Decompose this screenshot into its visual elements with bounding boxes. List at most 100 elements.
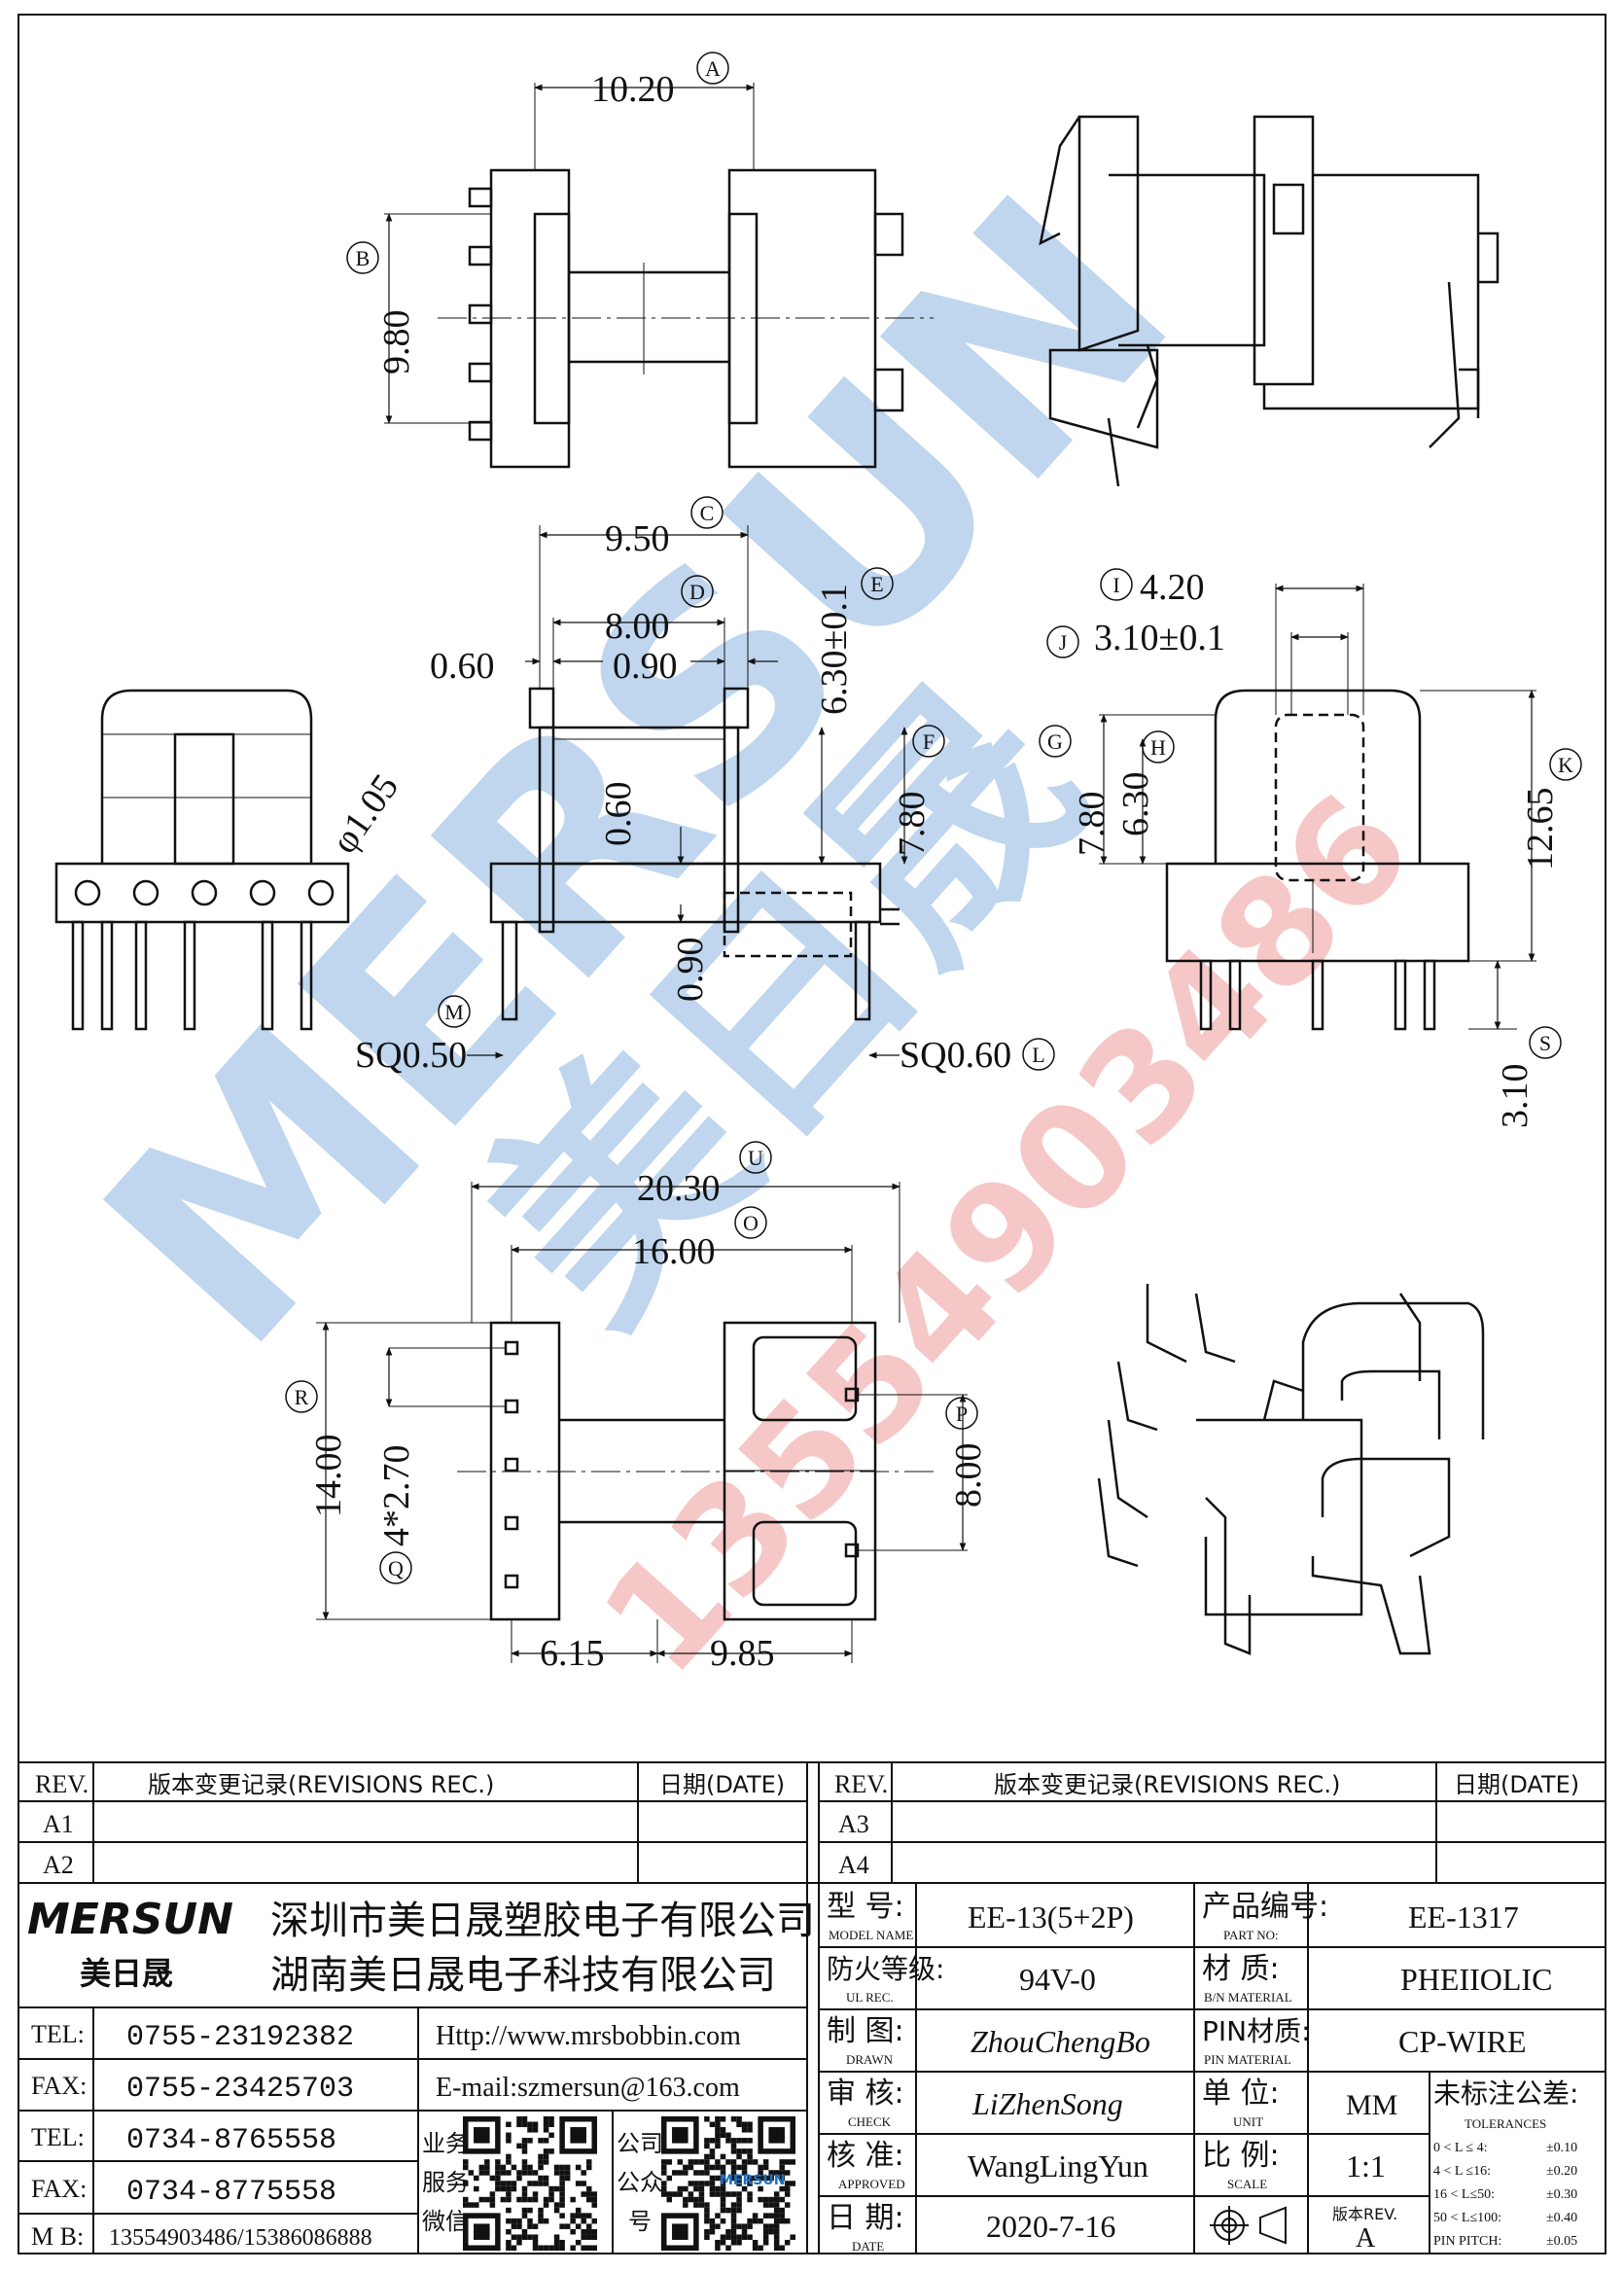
qr-module: [736, 2148, 742, 2154]
qr-module: [720, 2175, 726, 2182]
qr-module: [693, 2202, 699, 2208]
contact-web: Http://www.mrsbobbin.com: [436, 2021, 741, 2051]
qr-module: [463, 2202, 469, 2208]
label-P: P: [956, 1402, 968, 1426]
qr-module: [709, 2138, 716, 2144]
qr-module: [730, 2116, 737, 2122]
qr-module: [736, 2191, 742, 2197]
qr-module: [506, 2121, 512, 2128]
view-bottom: [316, 1182, 968, 1663]
qr-module: [747, 2223, 753, 2229]
check-label: 审 核:: [827, 2077, 904, 2111]
qr-module: [511, 2185, 517, 2192]
qr-module: [725, 2191, 731, 2197]
qr-module: [474, 2175, 479, 2182]
qr-module: [585, 2164, 592, 2171]
qr-module: [538, 2218, 544, 2224]
qr-module: [747, 2138, 753, 2144]
qr-module: [538, 2164, 544, 2171]
qr-module: [709, 2185, 716, 2192]
qr-module: [575, 2239, 582, 2246]
qr-module: [532, 2127, 539, 2133]
qr-module: [581, 2213, 586, 2219]
qr-module: [736, 2164, 742, 2171]
dim-F: 7.80: [892, 792, 933, 857]
qr-module: [521, 2185, 528, 2192]
qr-module: [521, 2138, 528, 2144]
qr-module: [506, 2185, 512, 2192]
qr-module: [559, 2185, 565, 2192]
qr-module: [704, 2159, 710, 2165]
qr-module: [532, 2191, 539, 2197]
qr-code-official[interactable]: [661, 2116, 795, 2251]
qr-module: [585, 2185, 592, 2192]
qr-module: [532, 2245, 539, 2251]
qr-module: [538, 2207, 544, 2214]
qr-module: [790, 2234, 795, 2240]
qr-module: [548, 2132, 554, 2139]
qr-module: [543, 2148, 549, 2154]
contact-label-4: FAX:: [31, 2175, 87, 2203]
model-label: 型 号:: [827, 1890, 904, 1924]
pin-value: CP-WIRE: [1398, 2024, 1527, 2059]
qr-module: [693, 2159, 699, 2165]
label-D: D: [689, 580, 705, 604]
contact-label-3: TEL:: [31, 2123, 85, 2151]
qr-module: [553, 2207, 560, 2214]
qr2-label-3: 号: [628, 2208, 652, 2235]
qr-module: [730, 2138, 737, 2144]
qr-module: [784, 2218, 791, 2224]
qr-module: [581, 2170, 586, 2176]
qr-module: [585, 2223, 592, 2229]
qr-module: [720, 2116, 726, 2122]
qr-module: [693, 2181, 699, 2186]
qr-module: [521, 2159, 528, 2165]
qr-module: [784, 2159, 791, 2165]
qr-module: [532, 2239, 539, 2246]
qr-module: [758, 2196, 763, 2203]
qr-module: [715, 2138, 721, 2144]
qr-module: [521, 2207, 528, 2214]
qr-code-wechat[interactable]: [463, 2116, 597, 2251]
qr-module: [521, 2234, 528, 2240]
qr-module: [538, 2159, 544, 2165]
qr-module: [506, 2239, 512, 2246]
qr-module: [521, 2121, 528, 2128]
dim-C: 9.50: [605, 518, 670, 559]
qr-module: [511, 2245, 517, 2251]
qr-module: [688, 2196, 694, 2203]
qr-module: [543, 2127, 549, 2133]
qr-module: [553, 2164, 560, 2171]
qr-module: [715, 2213, 721, 2219]
tol-value-4: ±0.40: [1546, 2211, 1577, 2225]
qr-module: [730, 2218, 737, 2224]
qr-module: [720, 2196, 726, 2203]
qr-module: [720, 2164, 726, 2171]
label-R: R: [295, 1385, 309, 1409]
qr-module: [709, 2191, 716, 2197]
label-K: K: [1558, 753, 1573, 777]
qr-module: [559, 2170, 565, 2176]
qr-module: [581, 2234, 586, 2240]
qr-module: [715, 2143, 721, 2149]
qr-module: [506, 2159, 512, 2165]
contact-label-5: M B:: [31, 2222, 84, 2251]
qr-module: [521, 2170, 528, 2176]
qr-module: [495, 2159, 501, 2165]
qr-module: [553, 2234, 560, 2240]
qr-module: [521, 2148, 528, 2154]
dim-J: 3.10±0.1: [1094, 618, 1225, 658]
qr-module: [773, 2228, 780, 2235]
dim-060b: 0.60: [598, 782, 639, 847]
rev-row-a3: A3: [838, 1810, 869, 1838]
approved-label: 核 准:: [827, 2139, 904, 2173]
qr-module: [484, 2170, 490, 2176]
qr-module: [773, 2202, 780, 2208]
qr-module: [779, 2207, 785, 2214]
qr-module: [752, 2218, 759, 2224]
qr-finder: [570, 2127, 586, 2144]
qr-module: [489, 2175, 496, 2182]
qr-module: [709, 2175, 716, 2182]
qr-module: [704, 2116, 710, 2122]
qr-module: [715, 2164, 721, 2171]
